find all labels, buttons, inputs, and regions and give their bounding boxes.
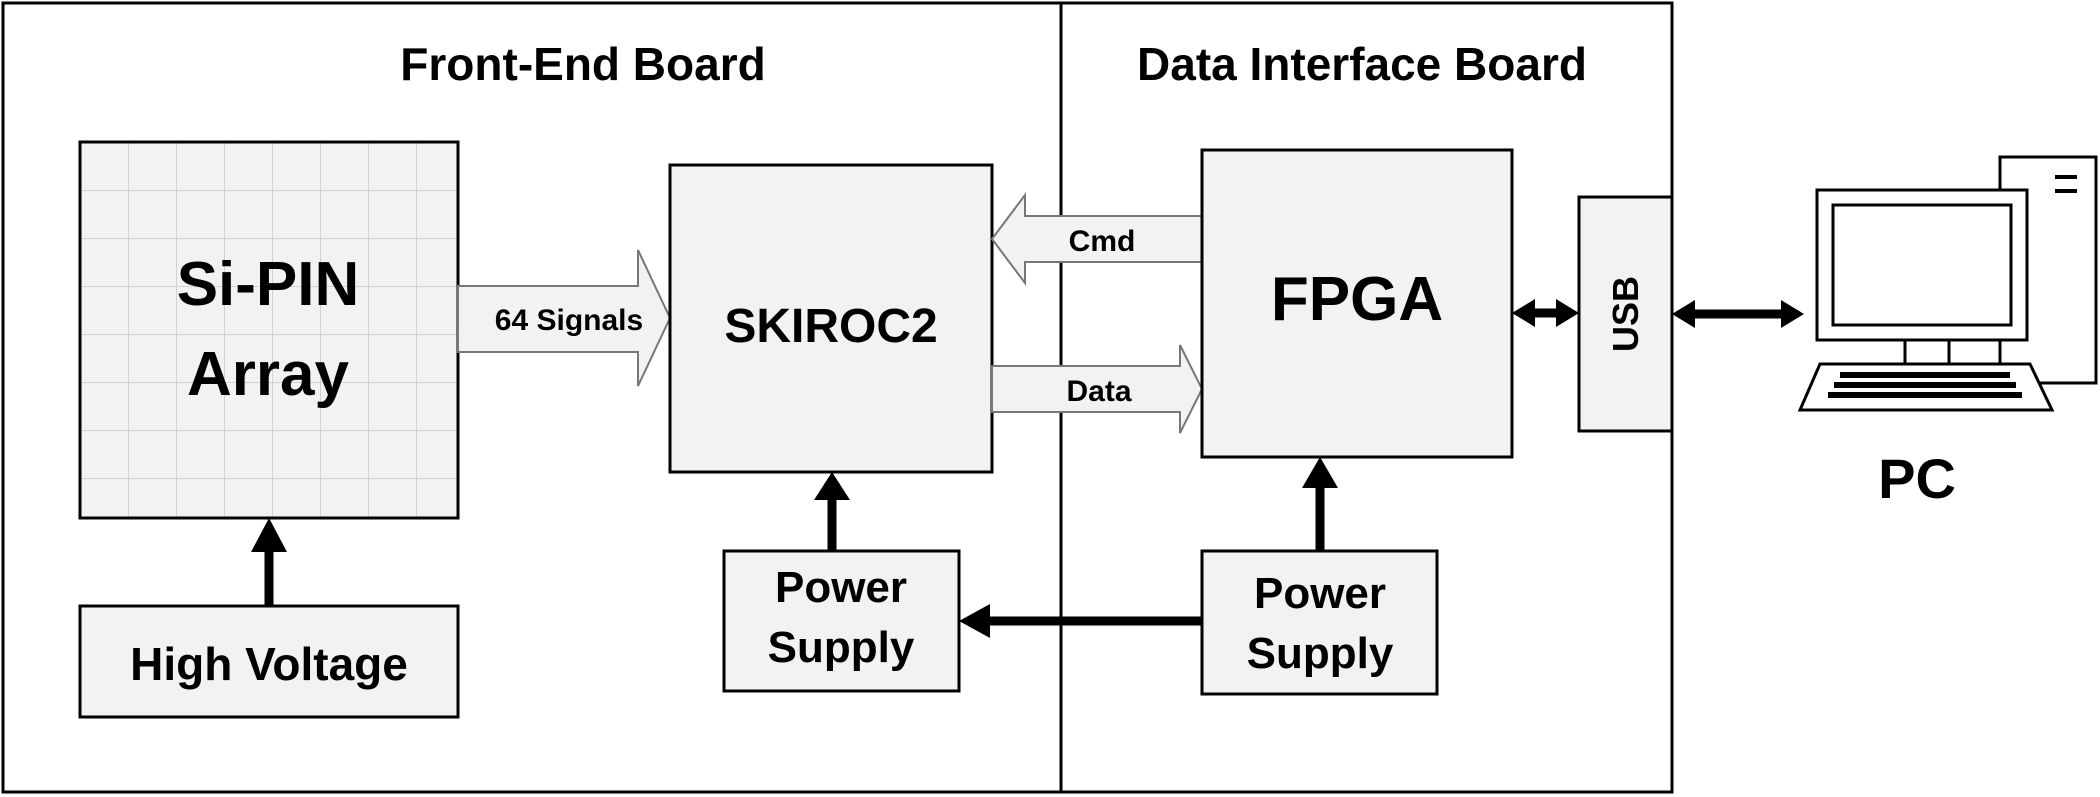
fpga-label: FPGA (1271, 265, 1443, 334)
data-interface-board-title: Data Interface Board (1137, 38, 1587, 90)
signals-arrow-label: 64 Signals (495, 304, 643, 337)
high-voltage-block: High Voltage (78, 604, 460, 719)
sipin-array-label-line2: Array (187, 340, 350, 409)
data-arrow-label: Data (1066, 375, 1131, 408)
power-link-arrow (959, 604, 1202, 638)
signals-arrow: 64 Signals (457, 249, 672, 387)
sipin-array-label-line1: Si-PIN (177, 250, 360, 319)
interface-power-arrow (1302, 457, 1338, 551)
usb-label: USB (1605, 276, 1646, 352)
cmd-arrow: Cmd (990, 192, 1203, 286)
usb-pc-arrow (1672, 300, 1804, 328)
frontend-power-supply-label-line2: Supply (768, 623, 915, 672)
front-end-board-title: Front-End Board (400, 38, 765, 90)
frontend-power-supply-label-line1: Power (775, 563, 907, 612)
hv-arrow (251, 518, 287, 606)
data-arrow: Data (991, 344, 1204, 434)
interface-power-supply-label-line2: Supply (1247, 629, 1394, 678)
cmd-arrow-label: Cmd (1069, 225, 1136, 258)
frontend-power-supply-block: Power Supply (722, 549, 961, 693)
high-voltage-label: High Voltage (130, 638, 408, 690)
interface-power-supply-block: Power Supply (1200, 549, 1439, 696)
skiroc2-label: SKIROC2 (724, 300, 937, 353)
sipin-array-block: Si-PIN Array (78, 140, 460, 520)
usb-block: USB (1577, 195, 1674, 433)
fpga-usb-arrow (1512, 299, 1579, 327)
frontend-power-arrow (814, 472, 850, 551)
computer-icon (1797, 155, 2098, 412)
pc-label: PC (1878, 447, 1956, 510)
fpga-block: FPGA (1200, 148, 1514, 459)
interface-power-supply-label-line1: Power (1254, 569, 1386, 618)
skiroc2-block: SKIROC2 (668, 163, 994, 474)
